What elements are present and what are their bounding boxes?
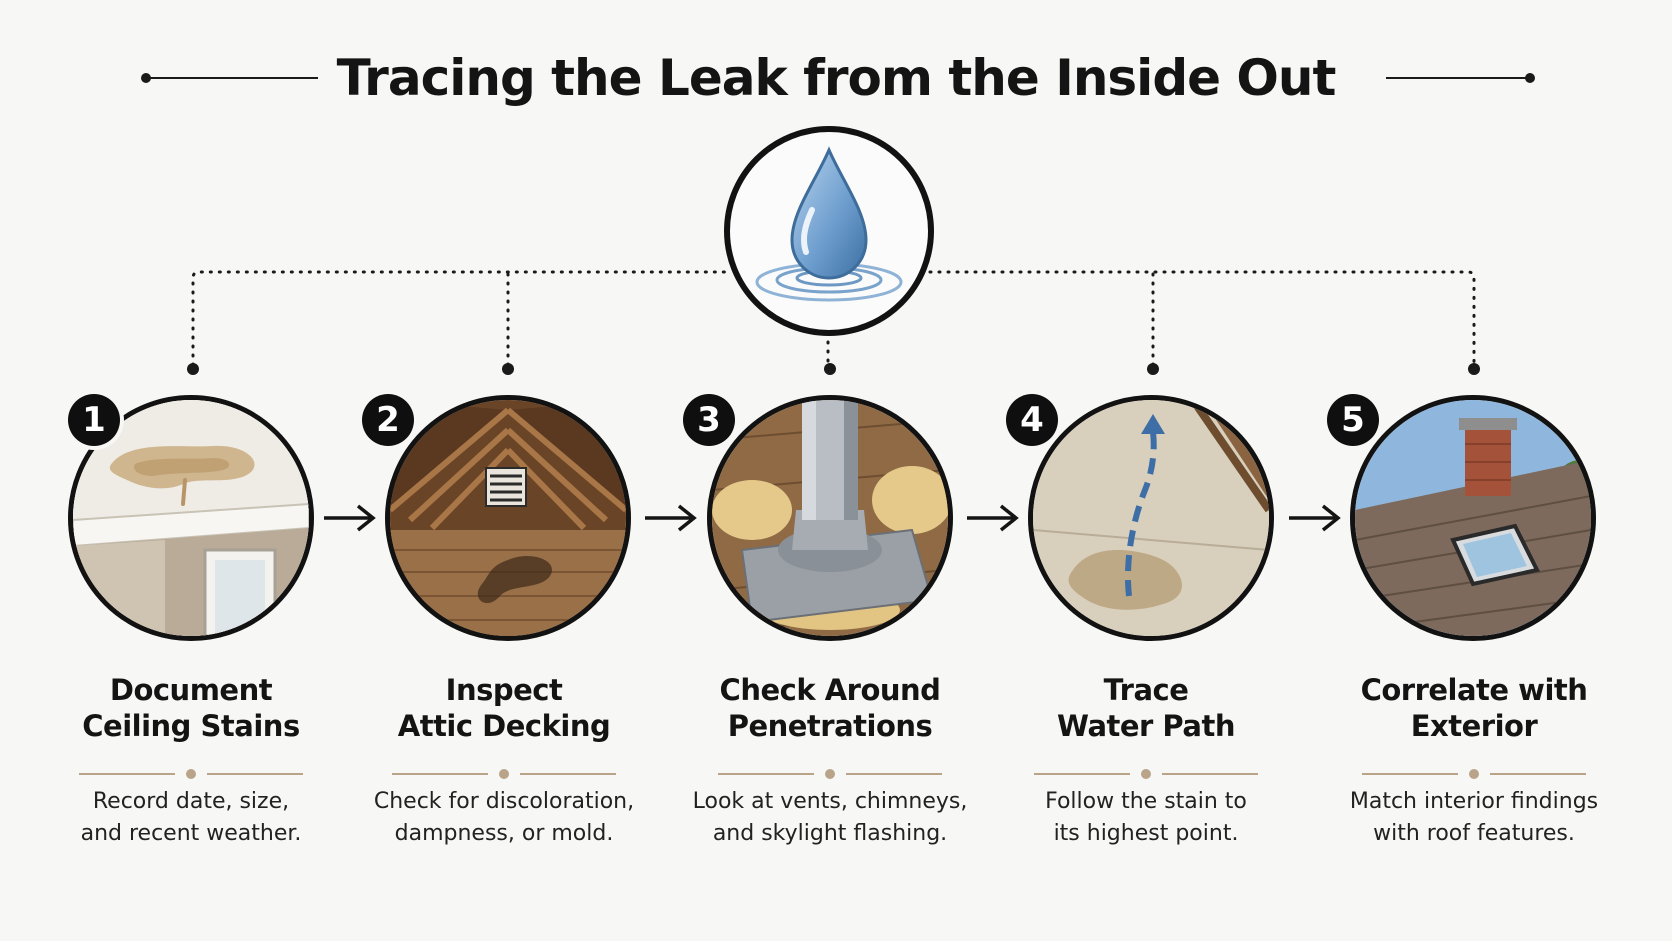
arrow-right-icon bbox=[645, 504, 697, 532]
step-3-desc-line-2: and skylight flashing. bbox=[712, 821, 948, 846]
step-5-title-line-1: Correlate with bbox=[1360, 673, 1588, 707]
step-4-image bbox=[1028, 395, 1274, 641]
step-2-description: Check for discoloration, dampness, or mo… bbox=[344, 786, 664, 850]
water-drop-icon bbox=[755, 146, 903, 302]
step-5-desc-line-2: with roof features. bbox=[1373, 821, 1575, 846]
step-4-desc-line-2: its highest point. bbox=[1053, 821, 1239, 846]
step-3-desc-line-1: Look at vents, chimneys, bbox=[692, 789, 968, 814]
connector-dot-4 bbox=[1147, 363, 1159, 375]
step-4-badge: 4 bbox=[1006, 394, 1058, 446]
step-5-badge: 5 bbox=[1327, 394, 1379, 446]
step-1-divider bbox=[79, 769, 303, 779]
step-2-title-line-1: Inspect bbox=[445, 673, 563, 707]
title-rule-dot-right bbox=[1525, 73, 1535, 83]
step-1-title-line-1: Document bbox=[109, 673, 273, 707]
connector-5 bbox=[928, 270, 1476, 367]
step-5-divider bbox=[1362, 769, 1586, 779]
step-4-divider bbox=[1034, 769, 1258, 779]
connector-1 bbox=[191, 270, 730, 367]
step-2-badge: 2 bbox=[362, 394, 414, 446]
step-1-desc-line-2: and recent weather. bbox=[80, 821, 302, 846]
title-rule-right bbox=[1386, 77, 1530, 79]
step-5-title: Correlate with Exterior bbox=[1324, 672, 1624, 744]
page-title: Tracing the Leak from the Inside Out bbox=[336, 49, 1337, 107]
step-1-title: Document Ceiling Stains bbox=[41, 672, 341, 744]
step-3-title-line-2: Penetrations bbox=[727, 709, 933, 743]
roof-exterior-image bbox=[1355, 400, 1591, 636]
connector-dot-3 bbox=[824, 363, 836, 375]
vent-pipe-flashing-image bbox=[712, 400, 948, 636]
step-1-image bbox=[68, 395, 314, 641]
attic-interior-image bbox=[390, 400, 626, 636]
step-3-title-line-1: Check Around bbox=[719, 673, 941, 707]
step-1-badge: 1 bbox=[68, 394, 120, 446]
step-2-divider bbox=[392, 769, 616, 779]
arrow-right-icon bbox=[1289, 504, 1341, 532]
step-4-title-line-2: Water Path bbox=[1056, 709, 1236, 743]
step-3-divider bbox=[718, 769, 942, 779]
step-2-desc-line-2: dampness, or mold. bbox=[394, 821, 614, 846]
connector-dot-5 bbox=[1468, 363, 1480, 375]
step-4-title: Trace Water Path bbox=[996, 672, 1296, 744]
step-4-desc-line-1: Follow the stain to bbox=[1045, 789, 1247, 814]
step-1-desc-line-1: Record date, size, bbox=[92, 789, 290, 814]
step-5-description: Match interior findings with roof featur… bbox=[1314, 786, 1634, 850]
step-3-badge: 3 bbox=[683, 394, 735, 446]
step-2-title-line-2: Attic Decking bbox=[397, 709, 611, 743]
arrow-right-icon bbox=[324, 504, 376, 532]
connector-dot-2 bbox=[502, 363, 514, 375]
step-1-description: Record date, size, and recent weather. bbox=[31, 786, 351, 850]
step-4-description: Follow the stain to its highest point. bbox=[986, 786, 1306, 850]
step-2-desc-line-1: Check for discoloration, bbox=[373, 789, 635, 814]
step-3-title: Check Around Penetrations bbox=[680, 672, 980, 744]
title-rule-dot-left bbox=[141, 73, 151, 83]
connector-dot-1 bbox=[187, 363, 199, 375]
hub-circle bbox=[724, 126, 934, 336]
step-5-image bbox=[1350, 395, 1596, 641]
arrow-right-icon bbox=[967, 504, 1019, 532]
title-rule-left bbox=[146, 77, 318, 79]
step-3-image bbox=[707, 395, 953, 641]
step-1-title-line-2: Ceiling Stains bbox=[82, 709, 300, 743]
step-3-description: Look at vents, chimneys, and skylight fl… bbox=[670, 786, 990, 850]
step-5-title-line-2: Exterior bbox=[1410, 709, 1538, 743]
title-row: Tracing the Leak from the Inside Out bbox=[0, 38, 1672, 118]
step-4-title-line-1: Trace bbox=[1103, 673, 1189, 707]
step-2-title: Inspect Attic Decking bbox=[354, 672, 654, 744]
step-2-image bbox=[385, 395, 631, 641]
step-5-desc-line-1: Match interior findings bbox=[1349, 789, 1599, 814]
water-path-image bbox=[1033, 400, 1269, 636]
ceiling-stain-image bbox=[73, 400, 309, 636]
